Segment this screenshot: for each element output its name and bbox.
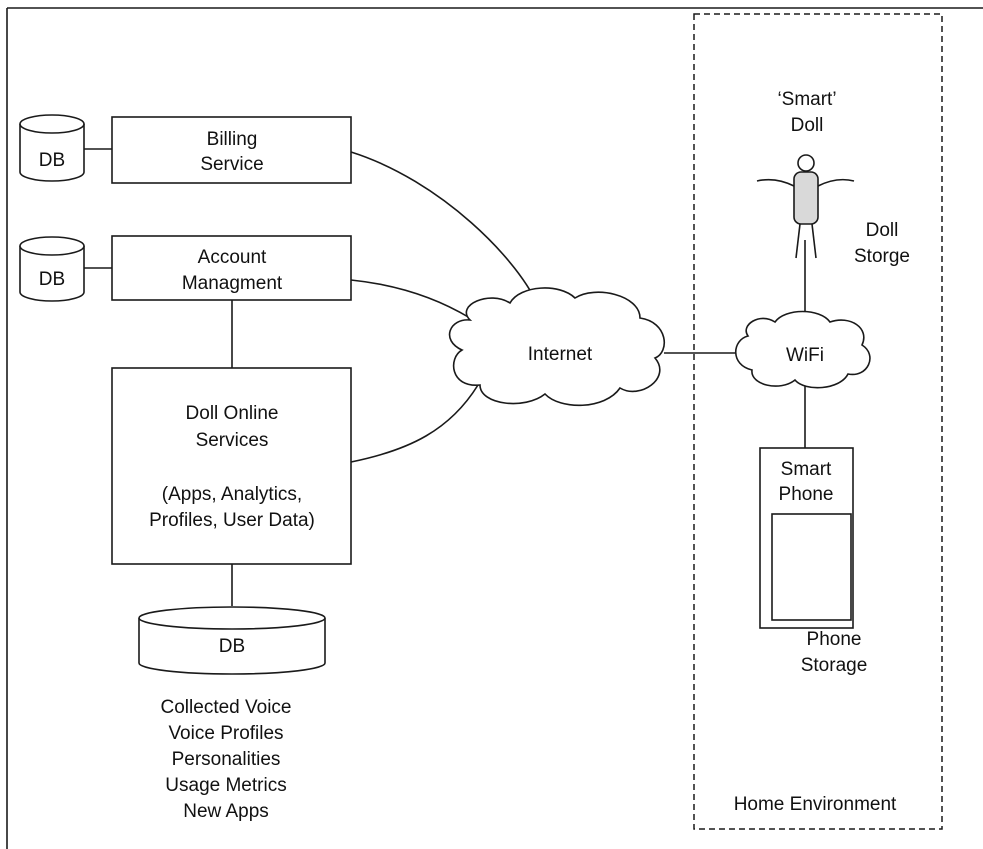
home-environment-boundary	[693, 13, 943, 830]
phone-storage-label-line-2: Storage	[801, 655, 868, 676]
doll-online-line-5: Profiles, User Data)	[149, 510, 315, 531]
main-db-content-item: Personalities	[172, 749, 281, 770]
wifi-label: WiFi	[786, 345, 824, 366]
account-db-cylinder: DB	[19, 236, 85, 302]
main-db-contents-list: Collected Voice Voice Profiles Personali…	[161, 697, 292, 822]
smart-phone-screen	[771, 513, 852, 621]
doll-online-services-box: Doll Online Services (Apps, Analytics, P…	[111, 367, 352, 565]
doll-storage-label-line-1: Doll	[866, 220, 899, 241]
account-db-label: DB	[39, 269, 65, 290]
smart-phone-label-line-1: Smart	[781, 459, 832, 480]
billing-service-box: Billing Service	[111, 116, 352, 184]
smart-doll-label-line-1: ‘Smart’	[777, 89, 836, 110]
smart-doll-label-line-2: Doll	[791, 115, 824, 136]
account-management-line-2: Managment	[182, 273, 283, 294]
billing-db-label: DB	[39, 150, 65, 171]
doll-online-line-1: Doll Online	[186, 403, 279, 424]
smart-phone: Smart Phone	[759, 447, 854, 629]
smart-phone-label-line-2: Phone	[779, 484, 834, 505]
phone-storage-label-line-1: Phone	[807, 629, 862, 650]
billing-db-cylinder: DB	[19, 114, 85, 182]
main-db-content-item: Collected Voice	[161, 697, 292, 718]
smart-doll-figure	[756, 154, 855, 259]
main-db-content-item: Voice Profiles	[168, 723, 283, 744]
main-db-content-item: Usage Metrics	[165, 775, 286, 796]
internet-cloud: Internet	[448, 287, 665, 407]
billing-service-line-2: Service	[200, 154, 263, 175]
wifi-cloud: WiFi	[735, 310, 871, 389]
main-db-content-item: New Apps	[183, 801, 269, 822]
account-management-line-1: Account	[198, 247, 267, 268]
doll-online-line-2: Services	[196, 430, 269, 451]
main-db-label: DB	[219, 636, 245, 657]
doll-storage-label-line-2: Storge	[854, 246, 910, 267]
doll-online-line-4: (Apps, Analytics,	[162, 484, 302, 505]
account-management-box: Account Managment	[111, 235, 352, 301]
billing-to-internet-link	[350, 151, 541, 311]
doll-online-to-internet-link	[350, 384, 479, 463]
internet-label: Internet	[528, 344, 593, 365]
billing-service-line-1: Billing	[207, 129, 258, 150]
account-to-internet-link	[350, 279, 471, 319]
home-environment-label: Home Environment	[734, 794, 897, 815]
main-db-cylinder: DB	[138, 606, 326, 675]
